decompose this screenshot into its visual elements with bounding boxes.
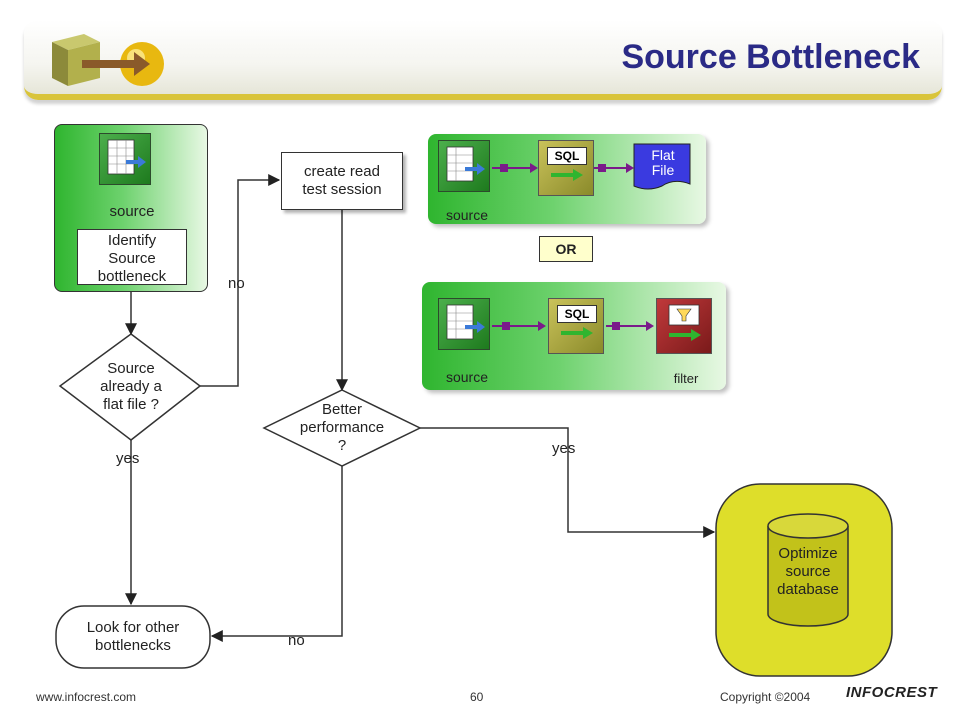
decision-flat-line-1: Source: [107, 360, 155, 377]
other-bottlenecks-shape: [55, 605, 211, 669]
branch-yes-1: yes: [116, 450, 140, 467]
flat-file-label: Flat File: [638, 148, 688, 178]
filter-icon: [656, 298, 712, 354]
decision-flat-line-2: already a: [100, 378, 162, 395]
mapping-source-icon-2: [438, 298, 490, 350]
mapping-bottom-source-label: source: [445, 369, 489, 385]
mapping-filter-panel: source SQL filter: [422, 282, 726, 390]
sql-qualifier-icon: SQL: [538, 140, 594, 196]
mapping-top-source-label: source: [445, 207, 489, 223]
identify-line-3: bottleneck: [97, 268, 167, 285]
create-session-box: create read test session: [281, 152, 403, 210]
decision-perf-line-1: Better: [321, 401, 363, 418]
mapping-source-icon: [438, 140, 490, 192]
decision-flat-line-3: flat file ?: [103, 396, 159, 413]
optimize-line-2: source: [785, 563, 831, 580]
mapping-bottom-links: [492, 321, 654, 331]
footer-logo: INFOCREST: [846, 684, 937, 701]
mapping-flatfile-panel: source SQL Flat File: [428, 134, 706, 224]
sql-qualifier-icon-2: SQL: [548, 298, 604, 354]
mapping-top-links: [492, 143, 691, 190]
decision-flat-shape: [58, 333, 202, 441]
identify-line-2: Source: [108, 250, 156, 267]
sql-label-bottom: SQL: [557, 305, 597, 323]
decision-performance-text: Better performance ?: [282, 401, 402, 455]
create-session-line-2: test session: [302, 181, 382, 198]
source-table-icon: [99, 133, 151, 185]
other-bottlenecks-line-2: bottlenecks: [95, 637, 171, 654]
flat-file-icon: [633, 143, 691, 190]
or-label: OR: [539, 236, 593, 262]
page-number: 60: [470, 690, 484, 704]
decision-performance-shape: [262, 389, 422, 467]
optimize-line-3: database: [777, 581, 839, 598]
title-banner: Source Bottleneck: [24, 20, 942, 100]
identify-line-1: Identify: [107, 232, 157, 249]
infocrest-logo-icon: [52, 34, 164, 86]
other-bottlenecks-line-1: Look for other: [86, 619, 180, 636]
other-bottlenecks-text: Look for other bottlenecks: [58, 619, 208, 655]
footer-website: www.infocrest.com: [36, 690, 137, 704]
decision-perf-line-3: ?: [337, 437, 347, 454]
create-session-line-1: create read: [304, 163, 380, 180]
start-source-panel: source Identify Source bottleneck: [54, 124, 208, 292]
branch-yes-2: yes: [552, 440, 576, 457]
sql-label-top: SQL: [547, 147, 587, 165]
branch-no-2: no: [288, 632, 305, 649]
branch-no-1: no: [228, 275, 245, 292]
optimize-line-1: Optimize: [778, 545, 838, 562]
page-title: Source Bottleneck: [621, 38, 920, 76]
optimize-text: Optimize source database: [768, 545, 848, 599]
decision-flat-text: Source already a flat file ?: [76, 360, 186, 414]
decision-perf-line-2: performance: [299, 419, 385, 436]
filter-label: filter: [673, 371, 699, 386]
flat-file-line-2: File: [651, 162, 675, 178]
flat-file-line-1: Flat: [651, 147, 675, 163]
identify-box: Identify Source bottleneck: [77, 229, 187, 285]
start-source-label: source: [109, 203, 155, 220]
footer-copyright: Copyright ©2004: [720, 690, 811, 704]
footer-logo-text: INFOCREST: [846, 684, 938, 701]
